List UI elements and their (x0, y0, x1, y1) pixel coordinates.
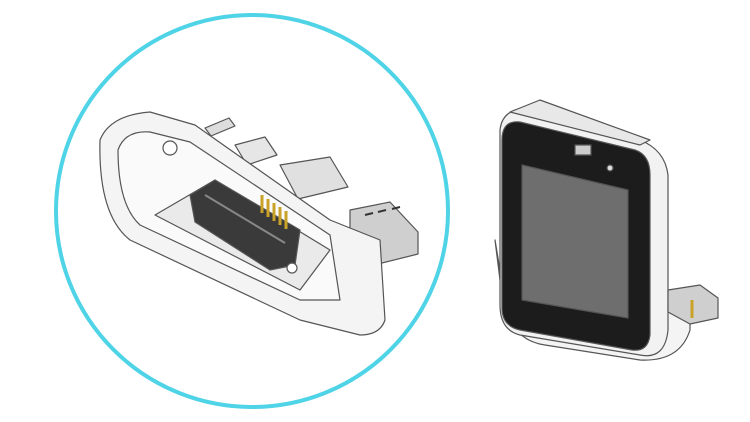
device-on-dock (494, 99, 719, 361)
button (606, 164, 614, 172)
connector-slot (204, 194, 286, 244)
mount-hole (162, 140, 178, 156)
screen (521, 164, 629, 319)
dock-base-detail (99, 111, 419, 336)
usb-port (574, 144, 592, 156)
detail-callout-circle (54, 13, 450, 409)
rj45-port (279, 156, 349, 200)
gold-pins (260, 195, 288, 229)
terminal-screws (364, 206, 401, 216)
device-top (509, 99, 651, 146)
screw (204, 117, 236, 137)
mount-hole (286, 262, 298, 274)
